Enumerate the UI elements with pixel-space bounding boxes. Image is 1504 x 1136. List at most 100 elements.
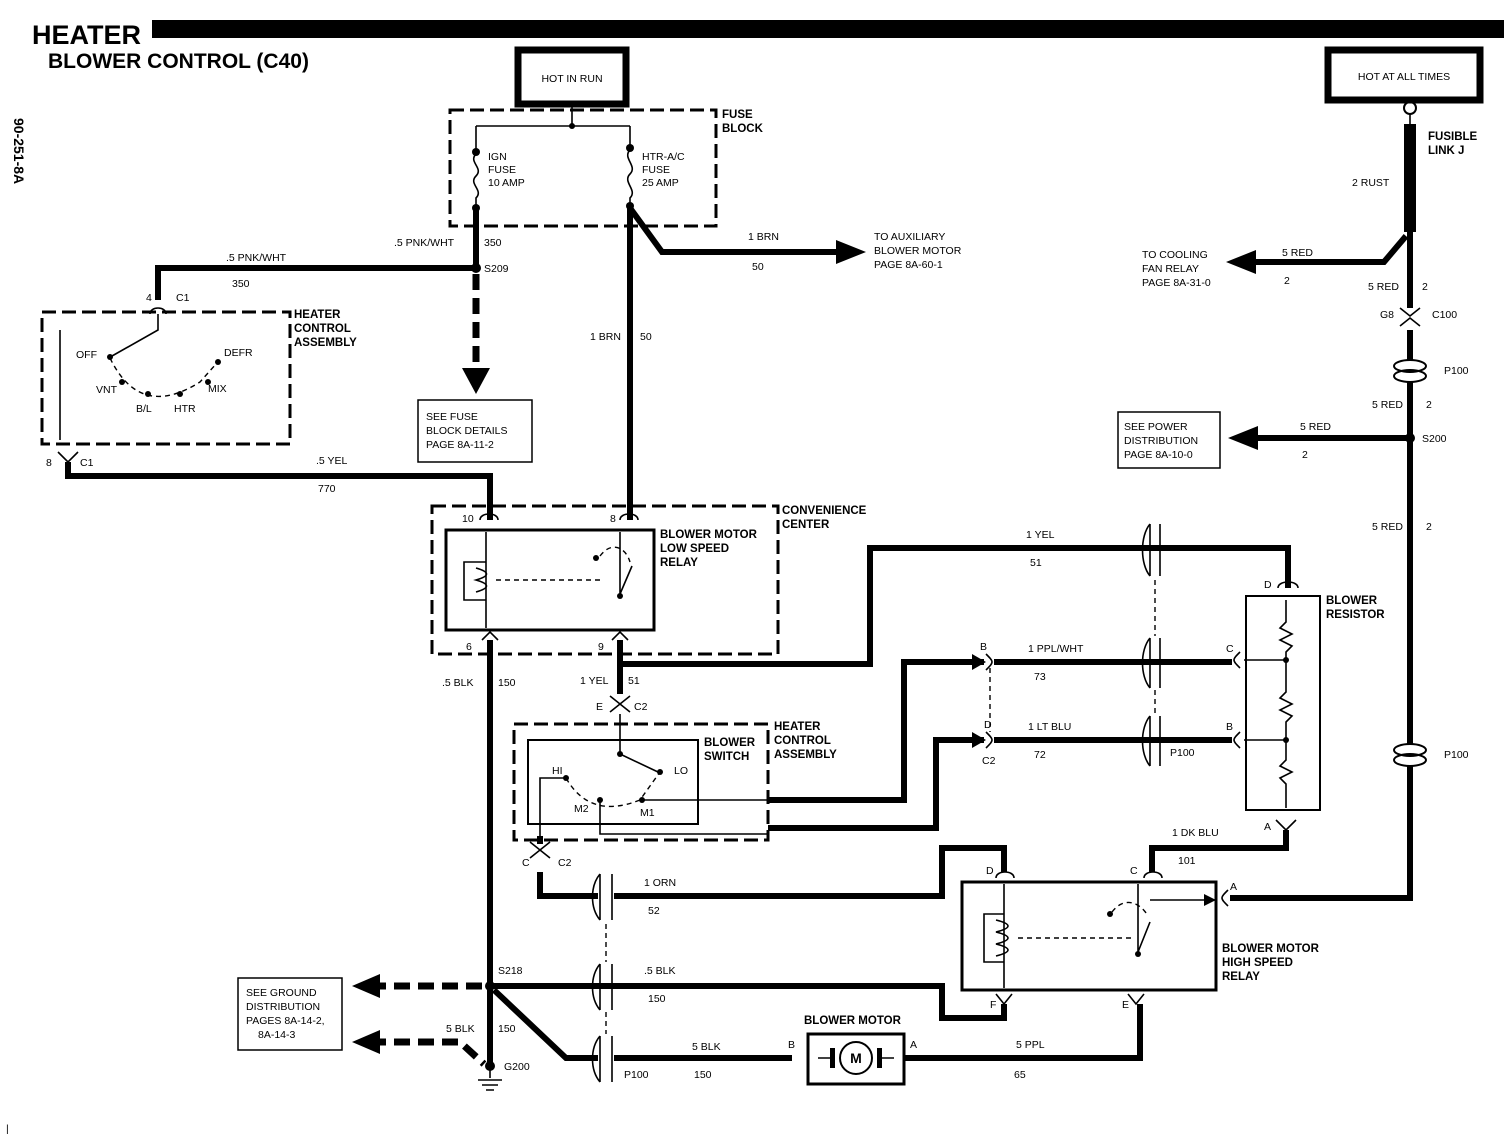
svg-text:VNT: VNT (96, 384, 118, 396)
svg-text:50: 50 (752, 261, 764, 273)
svg-text:350: 350 (484, 237, 502, 249)
svg-text:.5 PNK/WHT: .5 PNK/WHT (394, 237, 455, 249)
aux-blower-ref: TO AUXILIARY BLOWER MOTOR PAGE 8A-60-1 (874, 231, 962, 271)
convenience-center: CONVENIENCE CENTER (430, 504, 867, 656)
svg-text:LINK J: LINK J (1428, 145, 1464, 157)
hot-in-run-box: HOT IN RUN (514, 46, 630, 108)
svg-text:S218: S218 (498, 965, 523, 977)
svg-text:BLOWER: BLOWER (704, 737, 756, 749)
blower-resistor: D C B A BLOWER RESISTOR (1226, 579, 1385, 833)
splice-s209 (471, 263, 481, 273)
power-distribution-ref: SEE POWER DISTRIBUTION PAGE 8A-10-0 (1117, 411, 1221, 469)
svg-text:FUSE: FUSE (642, 164, 670, 176)
svg-text:2 RUST: 2 RUST (1352, 177, 1390, 189)
svg-text:M1: M1 (640, 807, 655, 819)
svg-text:HI: HI (552, 765, 563, 777)
wire-350 (155, 208, 479, 300)
wire-73 (768, 659, 1232, 803)
svg-text:1 LT BLU: 1 LT BLU (1028, 721, 1071, 733)
svg-text:PAGE 8A-11-2: PAGE 8A-11-2 (426, 439, 494, 451)
svg-text:150: 150 (648, 993, 666, 1005)
wire-770 (65, 462, 493, 520)
svg-text:BLOWER: BLOWER (1326, 595, 1378, 607)
svg-text:101: 101 (1178, 855, 1196, 867)
svg-text:C1: C1 (80, 457, 94, 469)
svg-text:P100: P100 (1170, 747, 1195, 759)
svg-text:S200: S200 (1422, 433, 1447, 445)
svg-text:.5 BLK: .5 BLK (442, 677, 474, 689)
svg-text:1 BRN: 1 BRN (590, 331, 621, 343)
svg-text:D: D (1264, 579, 1272, 591)
svg-text:2: 2 (1302, 449, 1308, 461)
blower-motor: BLOWER MOTOR M B A (788, 1015, 917, 1086)
svg-text:ASSEMBLY: ASSEMBLY (294, 337, 357, 349)
ground-symbol (478, 1070, 502, 1091)
svg-text:BLOWER MOTOR: BLOWER MOTOR (874, 245, 962, 257)
svg-text:2: 2 (1422, 281, 1428, 293)
svg-text:770: 770 (318, 483, 336, 495)
low-speed-relay: 10 8 6 9 BLOWER MOTOR LOW SPEED RELAY (444, 513, 758, 653)
svg-text:SWITCH: SWITCH (704, 751, 749, 763)
wire-65 (904, 1004, 1143, 1061)
svg-text:10: 10 (462, 513, 474, 525)
svg-text:B/L: B/L (136, 403, 152, 415)
p100-inline-connectors: P100 (1141, 523, 1195, 767)
svg-text:B: B (1226, 721, 1233, 733)
svg-text:DISTRIBUTION: DISTRIBUTION (1124, 435, 1198, 447)
svg-text:IGN: IGN (488, 151, 507, 163)
wire-red-2 (1230, 232, 1413, 901)
svg-text:TO AUXILIARY: TO AUXILIARY (874, 231, 945, 243)
fuse-block: FUSE BLOCK IGN FUSE 10 AMP HTR-A/C FUSE … (448, 104, 764, 228)
svg-text:10 AMP: 10 AMP (488, 177, 525, 189)
svg-text:.5 PNK/WHT: .5 PNK/WHT (226, 252, 287, 264)
svg-text:150: 150 (498, 1023, 516, 1035)
svg-text:CONTROL: CONTROL (774, 735, 831, 747)
svg-text:5 BLK: 5 BLK (692, 1041, 721, 1053)
svg-text:BLOCK: BLOCK (722, 123, 764, 135)
svg-text:P100: P100 (624, 1069, 649, 1081)
svg-text:MIX: MIX (208, 383, 227, 395)
svg-text:C2: C2 (558, 857, 572, 869)
svg-text:73: 73 (1034, 671, 1046, 683)
title-bar (152, 20, 1504, 38)
svg-text:51: 51 (1030, 557, 1042, 569)
wire-72 (768, 737, 1232, 831)
svg-text:5 RED: 5 RED (1372, 399, 1403, 411)
svg-text:C: C (1130, 865, 1138, 877)
wire-150-motor (491, 987, 792, 1061)
svg-text:HOT AT ALL TIMES: HOT AT ALL TIMES (1358, 71, 1450, 83)
svg-text:C2: C2 (634, 701, 648, 713)
svg-text:TO COOLING: TO COOLING (1142, 249, 1208, 261)
svg-text:65: 65 (1014, 1069, 1026, 1081)
svg-text:FUSE: FUSE (488, 164, 516, 176)
svg-text:B: B (788, 1039, 795, 1051)
footer-mark: | (6, 1123, 9, 1135)
diagram-subtitle: BLOWER CONTROL (C40) (48, 50, 309, 73)
svg-text:G200: G200 (504, 1061, 530, 1073)
svg-text:8: 8 (610, 513, 616, 525)
svg-text:E: E (596, 701, 603, 713)
svg-text:SEE FUSE: SEE FUSE (426, 411, 478, 423)
svg-text:B: B (980, 641, 987, 653)
svg-text:CONTROL: CONTROL (294, 323, 351, 335)
ground-distribution-ref: SEE GROUND DISTRIBUTION PAGES 8A-14-2, 8… (237, 977, 343, 1051)
svg-text:5 RED: 5 RED (1300, 421, 1331, 433)
high-speed-relay: D C A F E BLOWER MOTOR HIGH SPEED RELAY (960, 865, 1320, 1011)
svg-text:5 RED: 5 RED (1368, 281, 1399, 293)
wire-51 (617, 545, 1291, 694)
svg-text:50: 50 (640, 331, 652, 343)
svg-text:LO: LO (674, 765, 688, 777)
svg-text:CENTER: CENTER (782, 519, 830, 531)
svg-text:350: 350 (232, 278, 250, 290)
svg-text:150: 150 (498, 677, 516, 689)
blower-switch-assembly: HI LO M2 M1 BLOWER SWITCH HEATER CONTROL… (512, 714, 837, 842)
svg-text:8A-14-3: 8A-14-3 (258, 1029, 296, 1041)
svg-text:1 DK BLU: 1 DK BLU (1172, 827, 1219, 839)
svg-text:DISTRIBUTION: DISTRIBUTION (246, 1001, 320, 1013)
wire-101 (1149, 830, 1289, 872)
svg-text:2: 2 (1284, 275, 1290, 287)
svg-text:150: 150 (694, 1069, 712, 1081)
svg-text:1 YEL: 1 YEL (1026, 529, 1055, 541)
svg-text:ASSEMBLY: ASSEMBLY (774, 749, 837, 761)
